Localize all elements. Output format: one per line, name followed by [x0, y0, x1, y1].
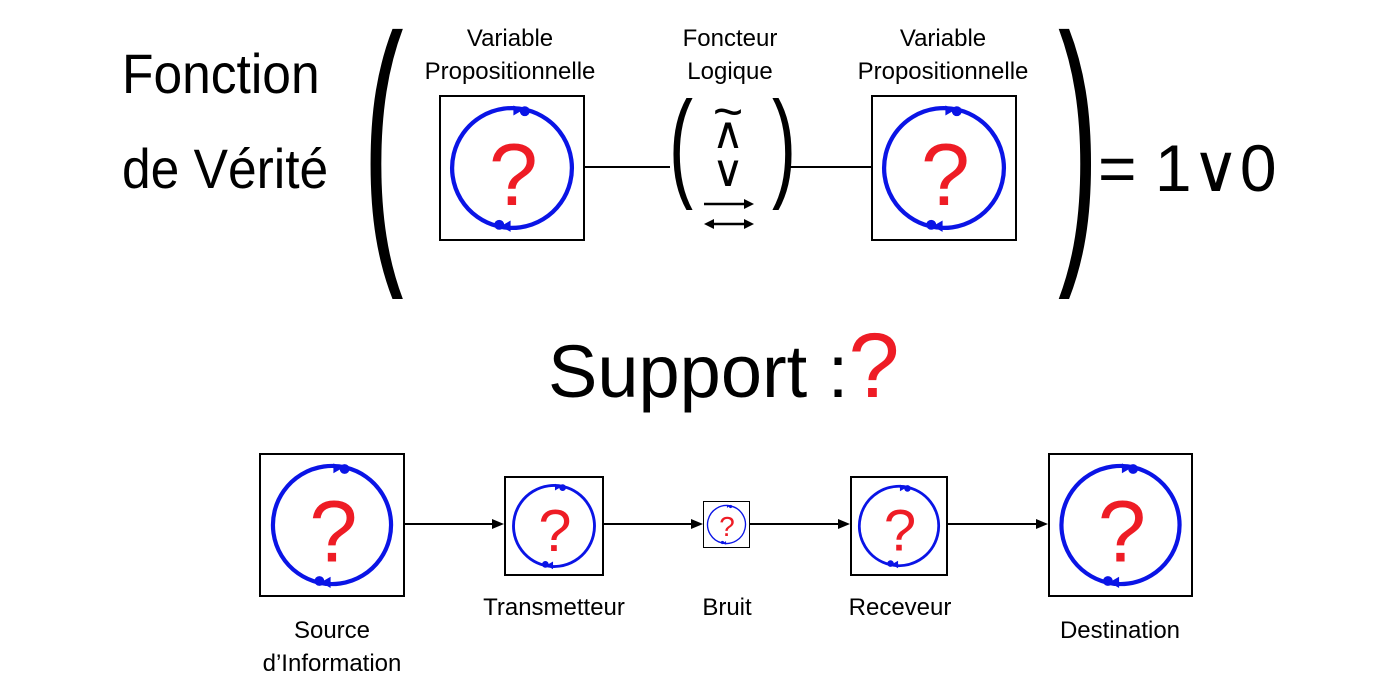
- svg-text:?: ?: [921, 125, 970, 224]
- transmitter-box: ?: [504, 476, 604, 576]
- receiver-box: ?: [850, 476, 948, 576]
- function-label-line1: Fonction: [122, 42, 320, 105]
- svg-text:?: ?: [884, 498, 916, 563]
- functor-right-paren: ): [771, 77, 796, 211]
- cycle-question-icon: ?: [449, 105, 575, 232]
- support-question-mark: ?: [848, 315, 900, 417]
- implication-biconditional-icons: [704, 199, 754, 229]
- support-label: Support :: [548, 330, 849, 413]
- negation-symbol: ~: [712, 83, 744, 141]
- svg-text:?: ?: [1098, 483, 1146, 580]
- functor-left-paren: (: [668, 77, 693, 211]
- right-variable-label: Variable Propositionnelle: [857, 25, 1029, 85]
- noise-label: Bruit: [702, 594, 752, 621]
- svg-text:?: ?: [719, 511, 735, 542]
- cycle-question-icon: ?: [706, 504, 747, 545]
- svg-text:?: ?: [309, 483, 357, 580]
- left-variable-label: Variable Propositionnelle: [424, 25, 596, 85]
- cycle-question-icon: ?: [857, 484, 941, 569]
- cycle-question-icon: ?: [270, 463, 394, 588]
- destination-box: ?: [1048, 453, 1193, 597]
- svg-text:?: ?: [538, 497, 571, 564]
- cycle-question-icon: ?: [512, 483, 596, 570]
- left-variable-box: ?: [439, 95, 585, 241]
- outer-left-paren: (: [363, 0, 404, 301]
- functor-label: Foncteur Logique: [682, 25, 778, 85]
- outer-right-paren: ): [1058, 0, 1099, 301]
- svg-text:?: ?: [489, 125, 538, 224]
- cycle-question-icon: ?: [881, 105, 1007, 232]
- noise-box: ?: [703, 501, 750, 548]
- cycle-question-icon: ?: [1059, 463, 1182, 588]
- right-variable-box: ?: [871, 95, 1017, 241]
- function-label-line2: de Vérité: [122, 137, 329, 200]
- truth-value-result: = 1∨0: [1098, 131, 1277, 205]
- receiver-label: Receveur: [848, 594, 952, 621]
- support-title: Support :?: [548, 320, 899, 412]
- destination-label: Destination: [1059, 617, 1181, 644]
- transmitter-label: Transmetteur: [483, 594, 625, 621]
- source-box: ?: [259, 453, 405, 597]
- source-label: Source d’Information: [262, 617, 402, 677]
- disjunction-symbol: ∨: [711, 147, 745, 196]
- conjunction-symbol: ∧: [711, 109, 745, 158]
